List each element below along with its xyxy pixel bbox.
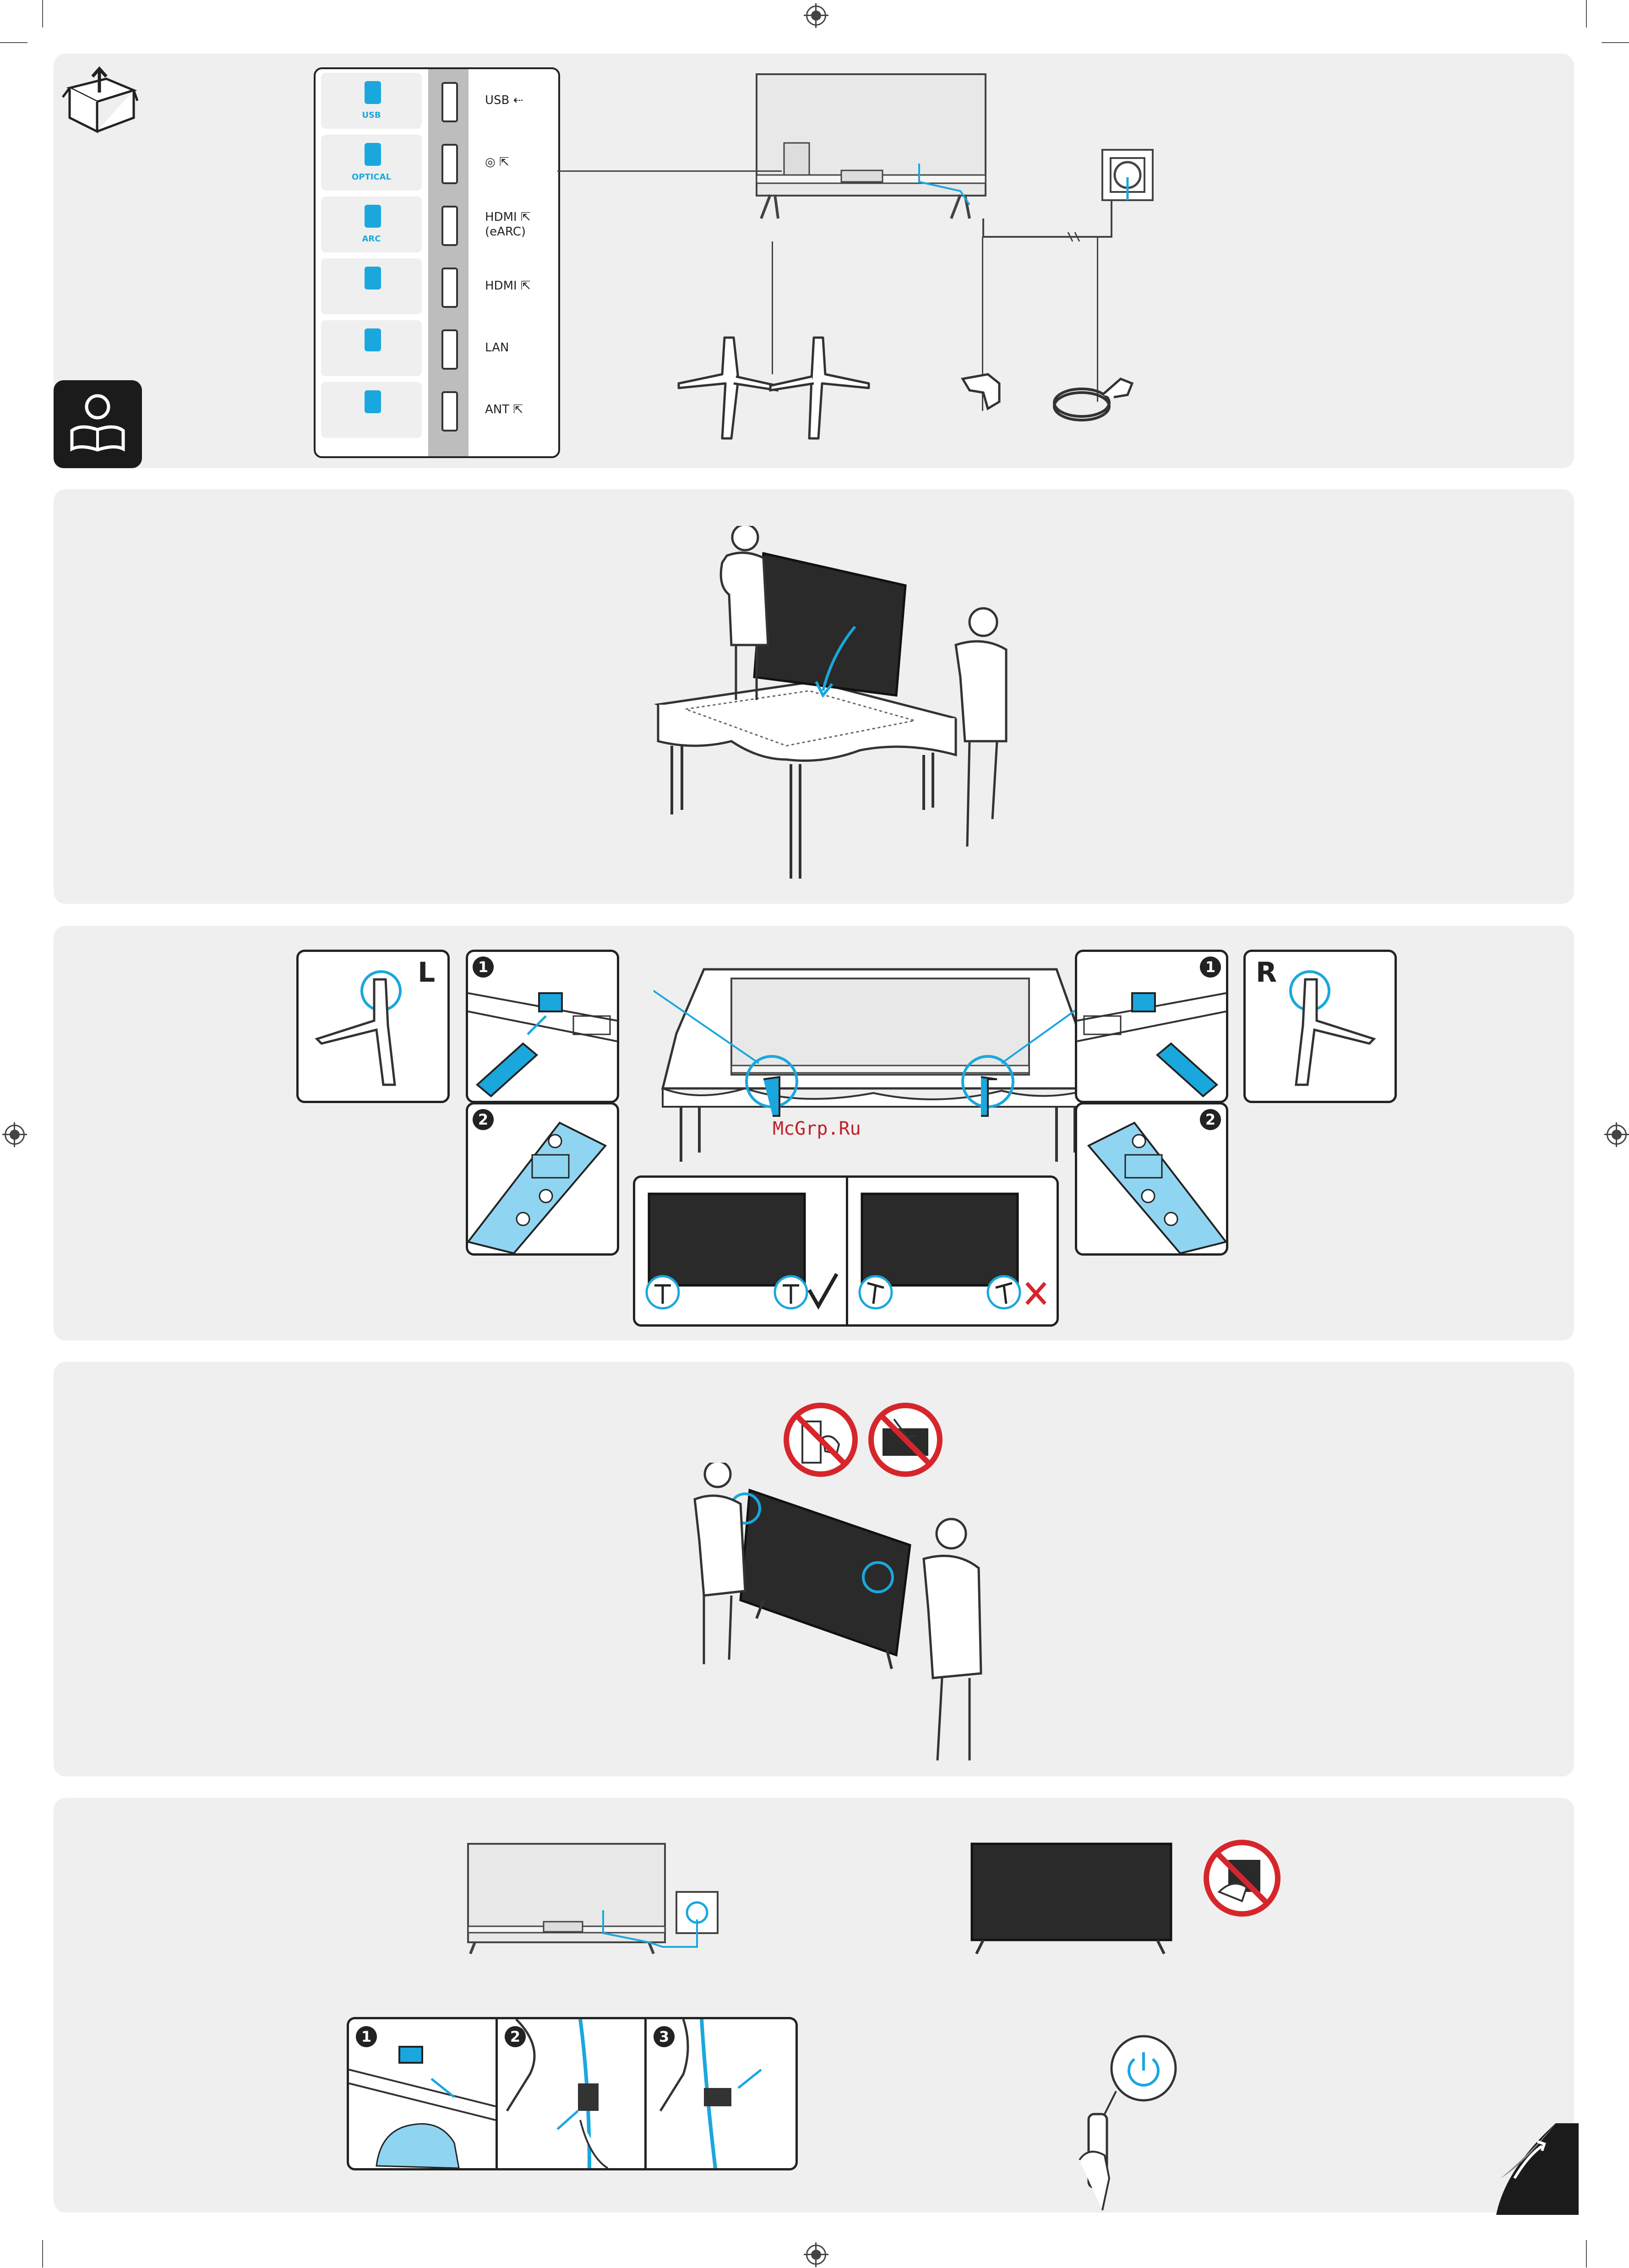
left-stand-label: L [418,956,435,989]
stand-left-zoom-icon [308,961,418,1094]
crop-mark [1586,0,1587,27]
stand-right-icon [768,328,873,443]
set-top-box-icon [365,267,381,290]
panel-lift-tv [54,1362,1574,1776]
port-row: ARC HDMI ⇱(eARC) [316,197,558,255]
panel-cable-and-power: 1 2 3 [54,1798,1574,2213]
divider [846,1178,848,1324]
stand-right-box: R [1243,950,1397,1103]
soundbar-icon [365,205,381,228]
port-row: USB USB ⇠ [316,73,558,131]
read-manual-icon [54,380,142,468]
port-socket-icon [441,329,458,370]
ports-connector-line [557,170,782,172]
port-device-cell [321,382,422,438]
two-people-laying-tv-on-table-illustration [640,526,1015,892]
check-icon [809,1274,837,1306]
port-row: LAN [316,320,558,379]
step1-right-box: 1 [1075,950,1228,1103]
registration-mark-top [806,5,826,26]
port-label: HDMI ⇱ [485,279,531,293]
remote-power-button-illustration [1061,2027,1180,2215]
stand-left-icon [674,328,779,443]
screw-stand-left-illustration [468,1104,617,1253]
tv-rear-illustration [754,72,992,246]
power-cord-icon [1047,351,1139,434]
port-socket-icon [441,391,458,432]
port-label: ◎ ⇱ [485,155,509,169]
cable-step1-illustration [349,2019,496,2168]
stand-left-box: L [296,950,450,1103]
port-row: OPTICAL ◎ ⇱ [316,135,558,193]
lan-plug-icon [365,328,381,351]
port-socket-icon [441,144,458,184]
usb-stick-icon [365,81,381,104]
port-row: ANT ⇱ [316,382,558,441]
crop-mark [0,42,27,43]
antenna-icon [365,390,381,413]
no-hold-screen-icon [1201,1837,1283,1919]
port-row: HDMI ⇱ [316,258,558,317]
step2-left-box: 2 [466,1102,619,1256]
tv-face-down-on-table-illustration [654,951,1102,1189]
cross-icon [1027,1283,1045,1304]
cable-step3-illustration [647,2019,793,2168]
port-device-cell [321,258,422,314]
speaker-icon [365,143,381,166]
registration-mark-left [5,1125,25,1145]
stand-orientation-box [633,1175,1059,1327]
box-unpack-icon [60,60,138,138]
port-device-label: ARC [326,234,417,244]
panel-attach-stands: L 1 2 [54,926,1574,1340]
port-device-label: OPTICAL [326,172,417,182]
screw-stand-right-illustration [1077,1104,1226,1253]
stand-right-zoom-icon [1273,961,1383,1094]
tv-front-illustration [970,1842,1189,1961]
port-device-label: USB [326,110,417,120]
port-label: USB ⇠ [485,93,523,107]
panel-place-tv-on-table [54,489,1574,904]
port-device-cell: ARC [321,197,422,252]
port-socket-icon [441,268,458,308]
port-label-secondary: (eARC) [485,225,526,239]
step2-right-box: 2 [1075,1102,1228,1256]
crop-mark [1586,2240,1587,2268]
incorrect-orientation-illustration [857,1191,1054,1320]
port-device-cell: USB [321,73,422,129]
port-device-cell: OPTICAL [321,135,422,191]
port-label: ANT ⇱ [485,403,523,416]
correct-orientation-illustration [644,1191,841,1320]
step1-left-box: 1 [466,950,619,1103]
watermark: McGrp.Ru [773,1118,861,1139]
port-socket-icon [441,82,458,122]
two-people-lifting-tv-illustration [676,1463,1024,1765]
crop-mark [1602,42,1629,43]
registration-mark-right [1607,1125,1627,1145]
port-label: HDMI ⇱ [485,210,531,224]
tv-rear-cable-illustration [466,1842,722,1956]
registration-mark-bottom [806,2245,826,2265]
crop-mark [42,2240,43,2268]
port-socket-icon [441,206,458,246]
page-turn-icon [1496,2123,1579,2215]
crop-mark [42,0,43,27]
stand-insert-left-illustration [468,952,617,1101]
stand-insert-right-illustration [1077,952,1226,1101]
cable-step2-illustration [498,2019,644,2168]
port-device-cell [321,320,422,376]
cable-steps-box: 1 2 3 [347,2017,798,2170]
power-cable-line [979,191,1125,246]
cable-holder-icon [956,365,1011,415]
port-label: LAN [485,341,509,355]
